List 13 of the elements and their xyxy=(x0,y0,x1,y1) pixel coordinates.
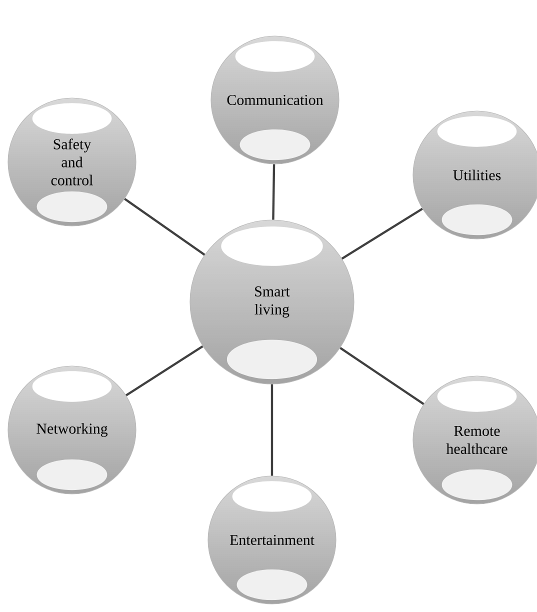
sphere: Remote healthcare xyxy=(412,376,537,504)
connector-line xyxy=(340,347,424,405)
sphere: Utilities xyxy=(412,110,537,240)
connector-line xyxy=(270,384,274,476)
connector-line xyxy=(341,208,423,260)
connector-line xyxy=(272,164,276,220)
sphere: Safety and control xyxy=(8,98,136,226)
sphere: Smart living xyxy=(190,220,354,384)
connector-line xyxy=(124,198,206,256)
sphere: Networking xyxy=(8,366,136,494)
connector-line xyxy=(126,345,204,396)
sphere: Communication xyxy=(210,36,340,164)
sphere: Entertainment xyxy=(208,476,336,604)
